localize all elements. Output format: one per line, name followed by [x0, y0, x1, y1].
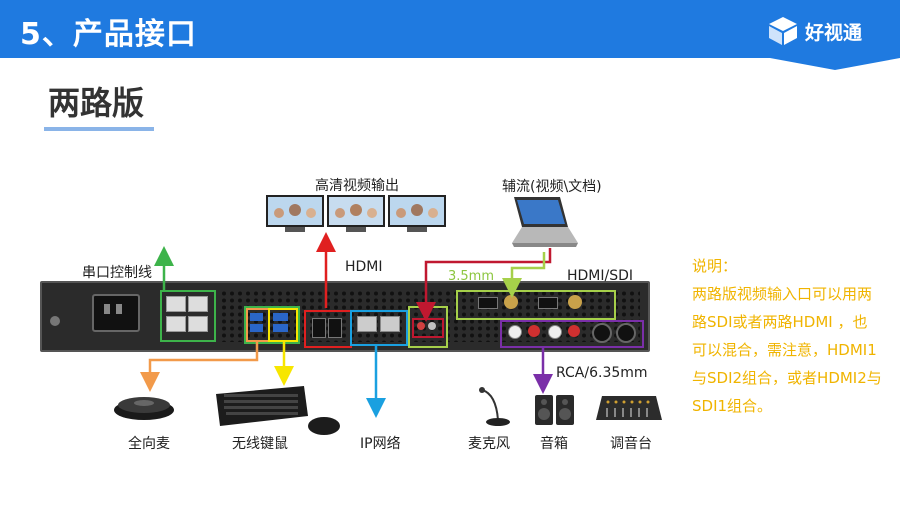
rca-jack — [548, 325, 562, 339]
label-speaker: 音箱 — [540, 436, 568, 452]
laptop-image — [512, 197, 578, 247]
label-keyboard-mouse: 无线键鼠 — [232, 436, 288, 452]
audio-jack — [417, 322, 425, 330]
monitors-image — [266, 195, 446, 232]
label-hd-output: 高清视频输出 — [315, 178, 399, 194]
rca-jack — [508, 325, 522, 339]
rca-jack — [528, 325, 540, 337]
serial-port — [166, 296, 186, 312]
logo: 好视通 — [767, 14, 882, 48]
jack-635 — [592, 323, 612, 343]
usb-ports-box-green — [244, 306, 300, 344]
microphone-image — [479, 387, 510, 426]
header-bar — [0, 0, 900, 58]
hdmi-port — [312, 318, 326, 338]
power-socket — [92, 294, 140, 332]
ethernet-box — [350, 310, 408, 346]
sdi-connector — [568, 295, 582, 309]
label-hdmi: HDMI — [345, 259, 383, 275]
power-pin — [104, 304, 110, 314]
hdmi-sdi-input-box — [456, 290, 616, 320]
section-title: 两路版 — [48, 84, 145, 122]
serial-ports-box — [160, 290, 216, 342]
usb-port — [273, 324, 288, 332]
label-35mm: 3.5mm — [448, 269, 495, 284]
logo-text: 好视通 — [805, 22, 863, 44]
ground-screw — [50, 316, 60, 326]
logo-cube-icon — [769, 17, 797, 45]
note-title: 说明： — [692, 257, 738, 275]
rca-box — [500, 320, 644, 348]
omni-mic-image — [114, 397, 174, 420]
label-hdmi-sdi: HDMI/SDI — [567, 268, 634, 284]
monitor-1 — [266, 195, 324, 232]
hdmi-port — [328, 318, 342, 338]
monitor-2 — [327, 195, 385, 232]
rca-jack — [568, 325, 580, 337]
monitor-3 — [388, 195, 446, 232]
serial-port — [188, 316, 208, 332]
usb-port — [273, 313, 288, 321]
slide-title: 5、产品接口 — [20, 17, 197, 52]
audio-jack — [428, 322, 436, 330]
serial-port — [166, 316, 186, 332]
hdmi-input-port — [478, 297, 498, 309]
ethernet-port — [380, 316, 400, 332]
speaker-image — [535, 395, 574, 425]
label-omni-mic: 全向麦 — [128, 436, 170, 452]
note-box: 说明： 两路版视频输入口可以用两路SDI或者两路HDMI ，也可以混合，需注意，… — [692, 252, 882, 420]
keyboard-mouse-image — [216, 386, 340, 435]
usb-port — [250, 313, 263, 321]
label-rca: RCA/6.35mm — [556, 365, 648, 381]
title-underline — [44, 127, 154, 131]
power-pin — [116, 304, 122, 314]
sdi-connector — [504, 295, 518, 309]
ethernet-port — [357, 316, 377, 332]
label-microphone: 麦克风 — [468, 436, 510, 452]
serial-port — [188, 296, 208, 312]
label-aux-stream: 辅流(视频\文档) — [502, 179, 602, 195]
label-mixer: 调音台 — [610, 436, 652, 452]
usb-port — [250, 324, 263, 332]
hdmi-input-port — [538, 297, 558, 309]
mixer-image — [596, 396, 662, 420]
jack-635 — [616, 323, 636, 343]
note-body: 两路版视频输入口可以用两路SDI或者两路HDMI ，也可以混合，需注意，HDMI… — [692, 285, 882, 415]
logo-tab — [770, 58, 900, 70]
label-serial: 串口控制线 — [82, 265, 152, 281]
label-ip-network: IP网络 — [360, 436, 401, 452]
